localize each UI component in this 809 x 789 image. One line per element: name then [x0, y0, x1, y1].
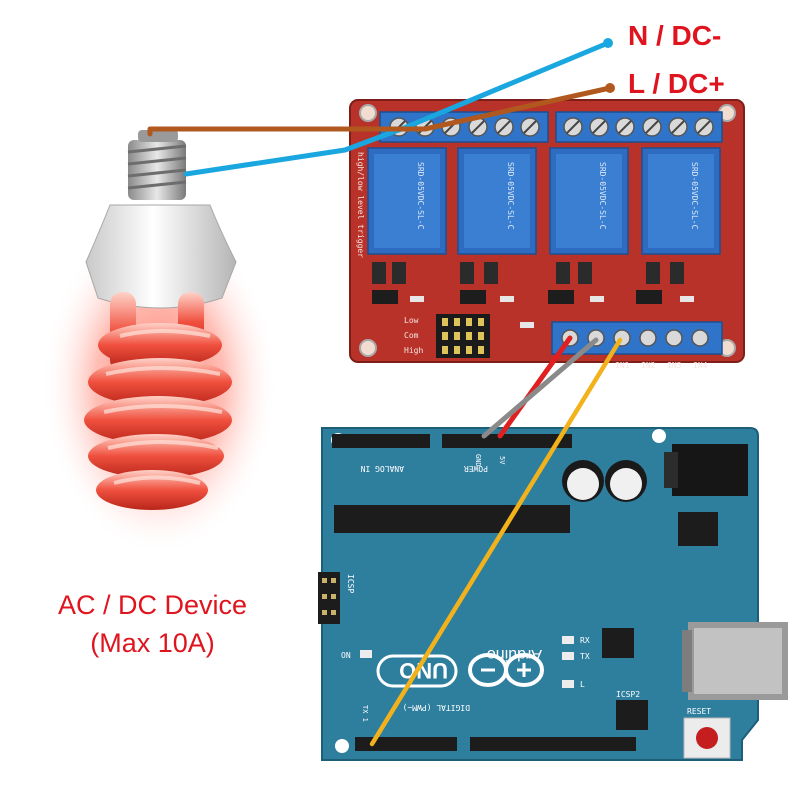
relay-model-text: SRD-05VDC-SL-C	[506, 162, 515, 230]
wires	[147, 38, 623, 747]
wire-line	[147, 85, 613, 137]
wire-5v	[497, 335, 573, 439]
relay-blocks: SRD-05VDC-SL-C SRD-05VDC-SL-C SRD-05VDC-SL…	[367, 147, 721, 255]
relay-model-text: SRD-05VDC-SL-C	[690, 162, 699, 230]
power-header: POWER GND 5V	[442, 434, 572, 473]
svg-text:POWER: POWER	[464, 464, 488, 473]
svg-text:IN2: IN2	[641, 361, 656, 370]
svg-text:ICSP2: ICSP2	[616, 690, 640, 699]
icsp-header: ICSP	[318, 572, 355, 624]
svg-text:TX 1: TX 1	[361, 705, 369, 722]
svg-text:GND: GND	[474, 454, 482, 467]
svg-text:IN1: IN1	[615, 361, 630, 370]
arduino-board: ANALOG IN POWER GND 5V	[318, 427, 788, 761]
relay-trigger-label: high/low level trigger	[356, 152, 365, 258]
analog-header: ANALOG IN	[332, 434, 430, 473]
svg-text:RX: RX	[580, 636, 590, 645]
relay-model-text: SRD-05VDC-SL-C	[598, 162, 607, 230]
bulb-icon	[42, 130, 278, 555]
device-label-line1: AC / DC Device	[57, 590, 248, 620]
icsp2-header: ICSP2	[616, 690, 648, 730]
relay-components	[372, 262, 694, 328]
svg-text:ICSP: ICSP	[346, 574, 355, 593]
svg-text:IN4: IN4	[693, 361, 708, 370]
svg-text:High: High	[404, 346, 423, 355]
svg-text:ON: ON	[341, 651, 351, 660]
reset-button[interactable]: RESET	[683, 707, 731, 759]
neutral-wire-label: N / DC-	[628, 20, 722, 51]
svg-text:ANALOG IN: ANALOG IN	[360, 464, 404, 473]
relay-module: SRD-05VDC-SL-C SRD-05VDC-SL-C SRD-05VDC-SL…	[349, 99, 745, 370]
relay-1: SRD-05VDC-SL-C	[367, 147, 447, 255]
bulb-housing	[85, 204, 237, 309]
usb-port	[682, 622, 788, 700]
led-indicators: ON RX TX L	[341, 636, 590, 689]
atmega-chip	[334, 505, 570, 533]
svg-text:5V: 5V	[498, 456, 506, 465]
device-label-line2: (Max 10A)	[90, 628, 215, 658]
svg-text:DIGITAL (PWM~): DIGITAL (PWM~)	[403, 703, 470, 712]
bulb-screw-base	[127, 130, 187, 200]
svg-text:Low: Low	[404, 316, 419, 325]
bulb-spiral-tube	[84, 292, 232, 510]
trigger-jumper-header: Low Com High	[404, 314, 490, 358]
capacitors	[562, 460, 647, 502]
wire-neutral	[183, 40, 611, 177]
relay-4: SRD-05VDC-SL-C	[641, 147, 721, 255]
svg-text:RESET: RESET	[687, 707, 711, 716]
dc-power-jack	[664, 444, 748, 496]
svg-text:TX: TX	[580, 652, 590, 661]
usb-interface-chip	[602, 628, 634, 658]
relay-model-text: SRD-05VDC-SL-C	[416, 162, 425, 230]
line-wire-label: L / DC+	[628, 68, 725, 99]
relay-2: SRD-05VDC-SL-C	[457, 147, 537, 255]
svg-text:IN3: IN3	[667, 361, 682, 370]
device-label: AC / DC Device (Max 10A)	[20, 586, 285, 662]
relay-input-terminals: IN1 IN2 IN3 IN4	[551, 321, 723, 370]
relay-3: SRD-05VDC-SL-C	[549, 147, 629, 255]
wire-gnd	[481, 337, 599, 439]
wire-signal	[369, 337, 623, 747]
digital-header: DIGITAL (PWM~) TX 1	[355, 703, 636, 751]
svg-text:L: L	[580, 680, 585, 689]
voltage-regulator	[678, 512, 718, 546]
svg-text:Com: Com	[404, 331, 419, 340]
